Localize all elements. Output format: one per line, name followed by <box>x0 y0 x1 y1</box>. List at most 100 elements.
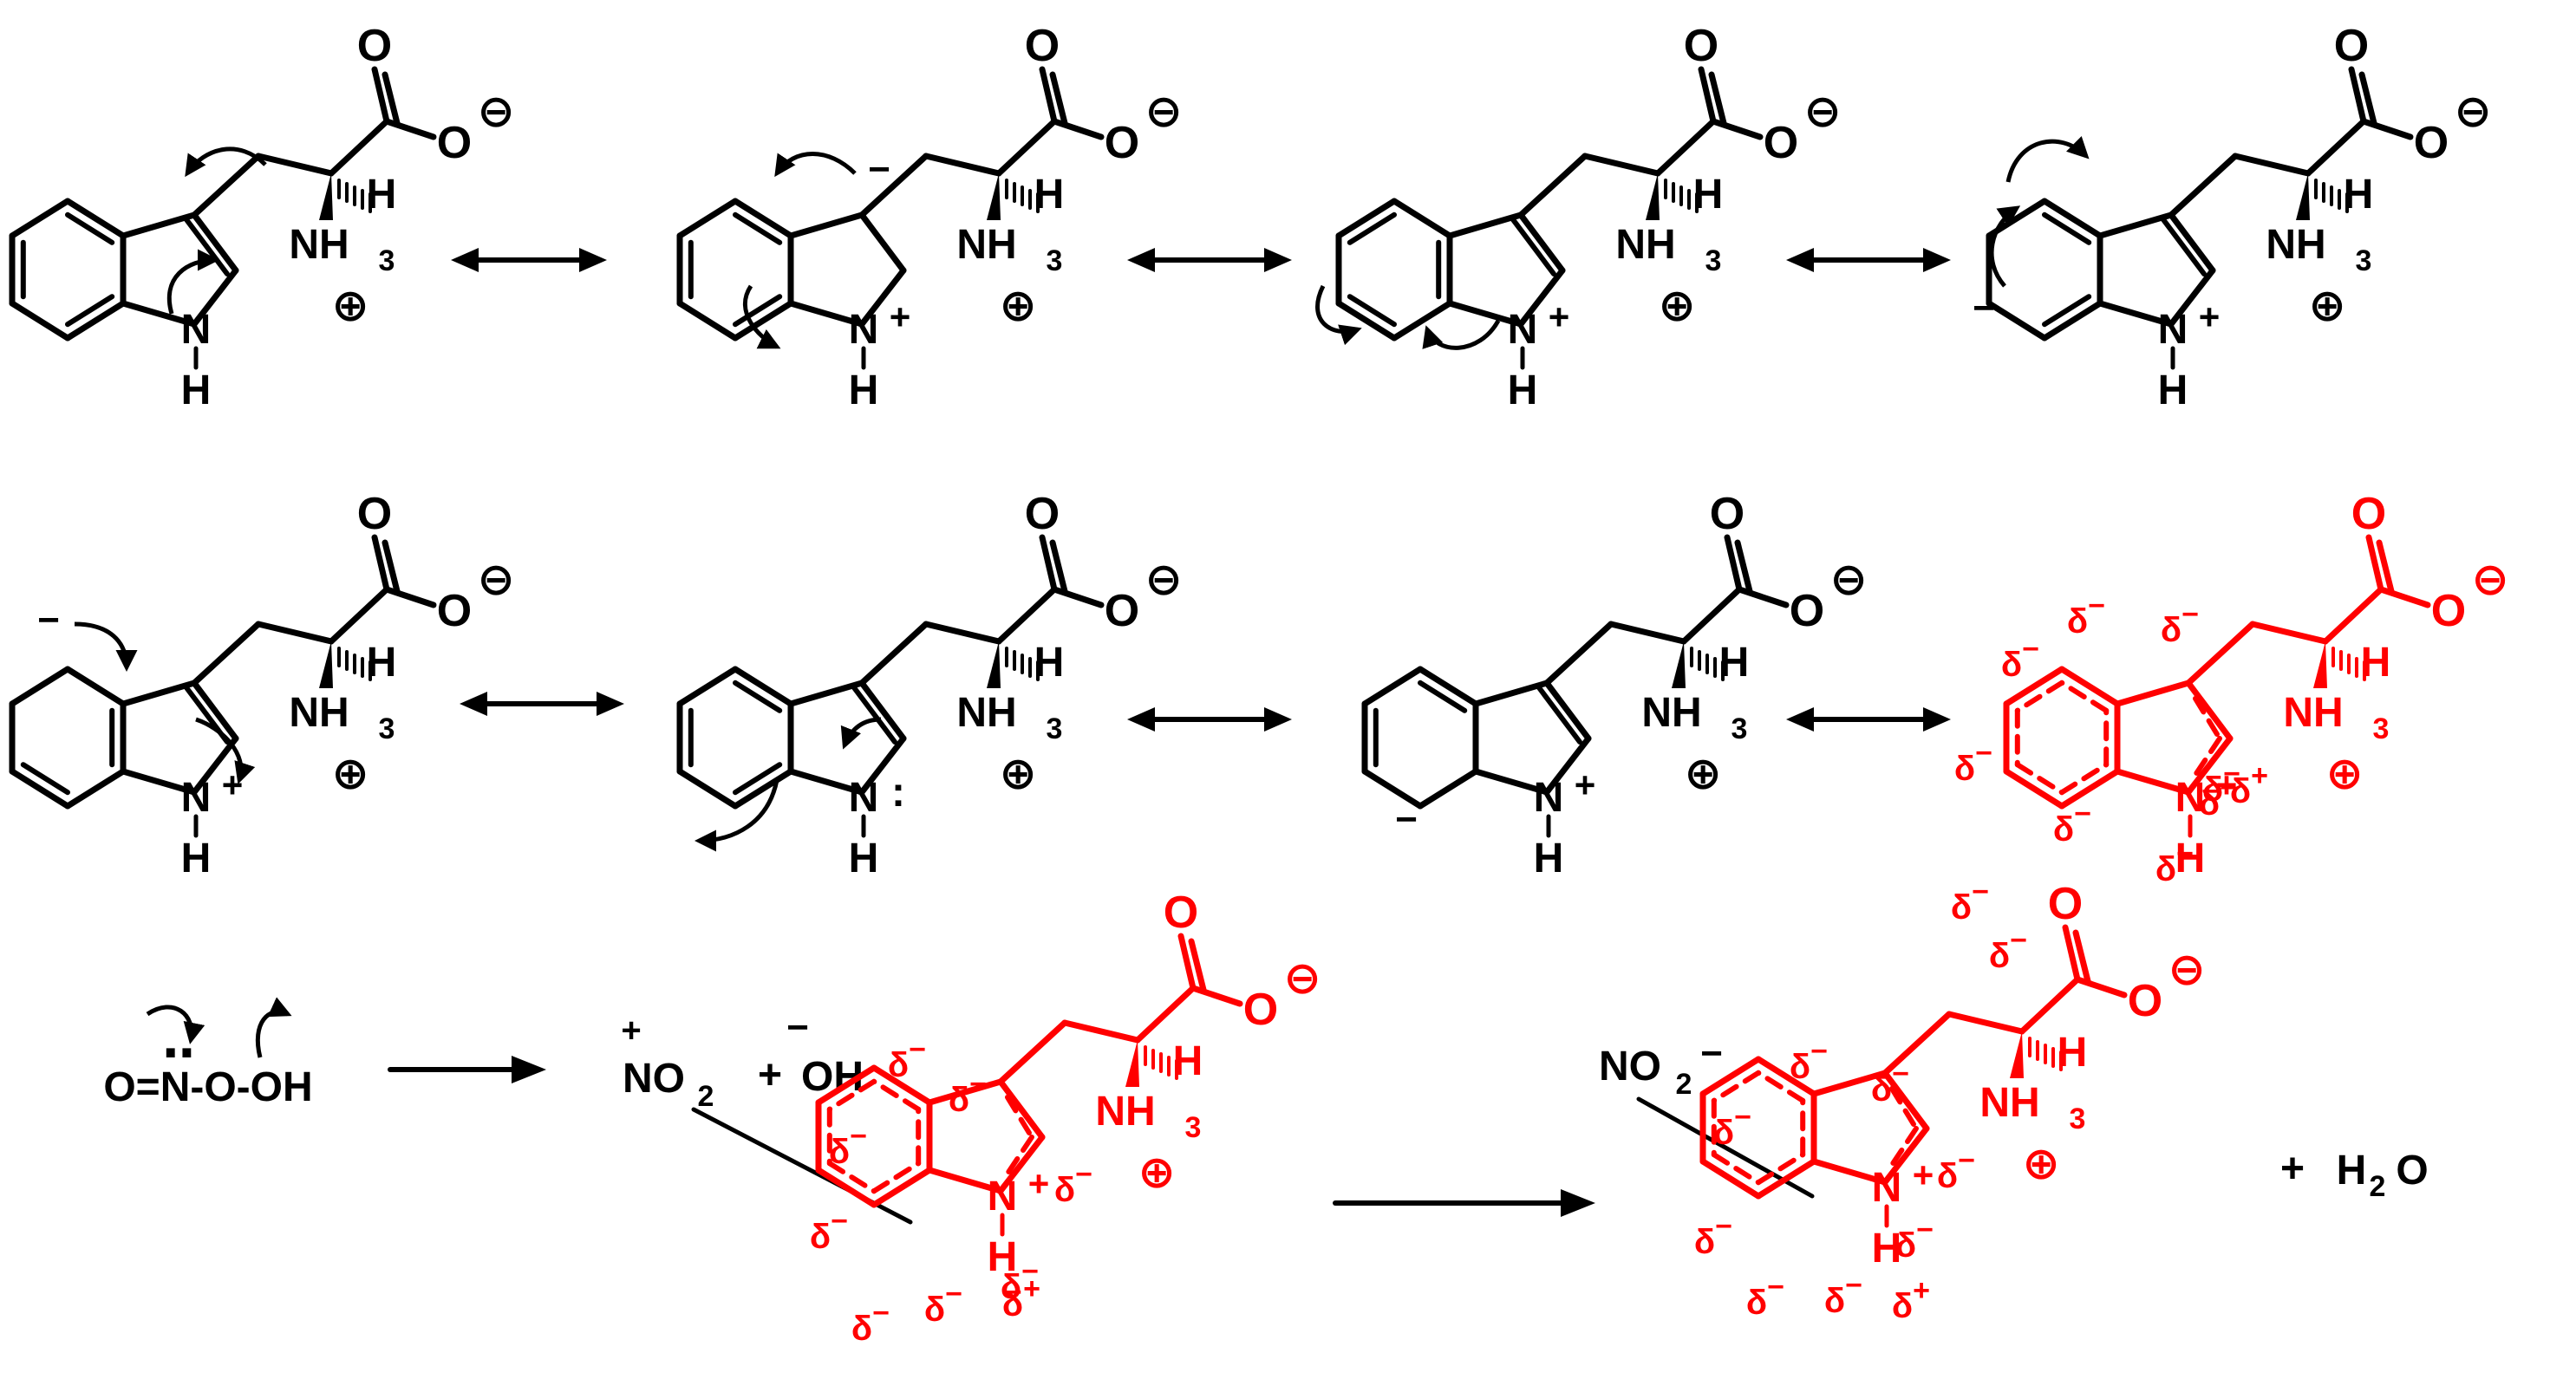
bond <box>858 680 907 742</box>
nitrogen-charge: + <box>2199 296 2221 337</box>
inner-bond <box>1711 1152 1761 1186</box>
partial-charge-sign: − <box>2220 771 2237 804</box>
bond <box>1134 985 1197 1044</box>
bond <box>1881 1070 1930 1132</box>
bond <box>1946 1011 2025 1035</box>
amine-label: NH <box>956 690 1016 736</box>
bond <box>1361 768 1424 810</box>
bond <box>1391 198 1453 239</box>
carboxylate-charge: ⊖ <box>1145 555 1183 605</box>
bond <box>676 198 739 239</box>
bond <box>2072 929 2091 985</box>
bond <box>1810 1070 1888 1097</box>
h-label: H <box>367 172 397 218</box>
bond <box>1543 735 1592 796</box>
bond <box>871 1064 933 1106</box>
bond <box>1680 586 1743 645</box>
nitrogen-label: N <box>849 307 879 353</box>
subscript-label: 3 <box>379 244 395 277</box>
h-label: H <box>849 836 879 881</box>
bond <box>382 71 401 127</box>
bond <box>1734 539 1753 595</box>
bond <box>1417 666 1479 707</box>
inner-bond <box>733 680 783 713</box>
bond <box>2185 680 2234 742</box>
amine-label: NH <box>956 222 1016 268</box>
partial-charge: δ <box>1892 1287 1913 1325</box>
bond <box>9 300 71 341</box>
bond <box>926 1078 1004 1106</box>
bond <box>995 586 1058 645</box>
arrow-head <box>1264 707 1292 732</box>
partial-charge: δ <box>2067 602 2088 641</box>
h-label: H <box>988 1234 1018 1280</box>
carboxylate-charge: ⊖ <box>2471 555 2509 605</box>
amine-charge: ⊕ <box>2325 749 2364 799</box>
oxygen-label: O <box>2128 976 2162 1026</box>
wedge-bond <box>319 173 333 220</box>
bond <box>1708 71 1727 127</box>
partial-charge: δ <box>949 1081 969 1119</box>
bond <box>2358 71 2377 127</box>
inner-bond <box>1347 294 1397 328</box>
bond <box>2168 267 2216 328</box>
inner-bond <box>1756 1152 1806 1186</box>
bond <box>2058 666 2121 707</box>
bond <box>255 153 335 177</box>
bond <box>2003 666 2065 707</box>
subscript-label: 3 <box>1705 244 1722 277</box>
bond <box>9 768 71 810</box>
plus-sign: + <box>2280 1146 2305 1192</box>
h-label: H <box>2158 368 2188 413</box>
arrow-head <box>1923 707 1951 732</box>
bond <box>2018 976 2081 1035</box>
bond <box>995 118 1058 177</box>
partial-charge: δ <box>1746 1284 1767 1322</box>
h-label: H <box>181 836 212 881</box>
h-label: H <box>181 368 212 413</box>
nitrogen-charge: + <box>1549 296 1570 337</box>
nitrogen-label: N <box>1872 1165 1902 1211</box>
partial-charge: δ <box>1951 888 1972 927</box>
inner-bond <box>2042 294 2092 328</box>
carboxylate-charge: ⊖ <box>1283 953 1321 1004</box>
curved-arrow <box>840 717 882 750</box>
h-label: H <box>2361 640 2391 686</box>
inner-bond <box>65 211 115 245</box>
bond <box>1581 153 1661 177</box>
oxygen-label: O <box>2334 21 2369 71</box>
oxygen-label: O <box>1684 21 1718 71</box>
inner-bond <box>1886 1126 1919 1173</box>
amine-charge: ⊕ <box>999 749 1037 799</box>
inner-bond <box>826 1078 877 1112</box>
bond <box>371 534 390 593</box>
bond <box>787 680 865 707</box>
bond <box>2074 976 2128 998</box>
inner-bond <box>851 684 897 745</box>
oxygen-label: O <box>1105 586 1139 636</box>
partial-charge-sign: − <box>2010 924 2027 957</box>
lone-pair: : <box>891 770 905 816</box>
amine-charge: ⊕ <box>2308 281 2346 331</box>
nitrogen-charge: + <box>1575 764 1596 805</box>
bond <box>328 586 390 645</box>
partial-charge: δ <box>1713 1114 1734 1152</box>
h-label: H <box>1034 640 1065 686</box>
wedge-bond <box>2296 173 2310 220</box>
oxygen-label: O <box>1790 586 1824 636</box>
partial-charge: δ <box>2053 810 2074 849</box>
subscript-label: 3 <box>2356 244 2372 277</box>
bond <box>1755 1056 1817 1097</box>
bond <box>2360 118 2414 140</box>
bond <box>2041 300 2103 341</box>
bond <box>383 586 437 608</box>
